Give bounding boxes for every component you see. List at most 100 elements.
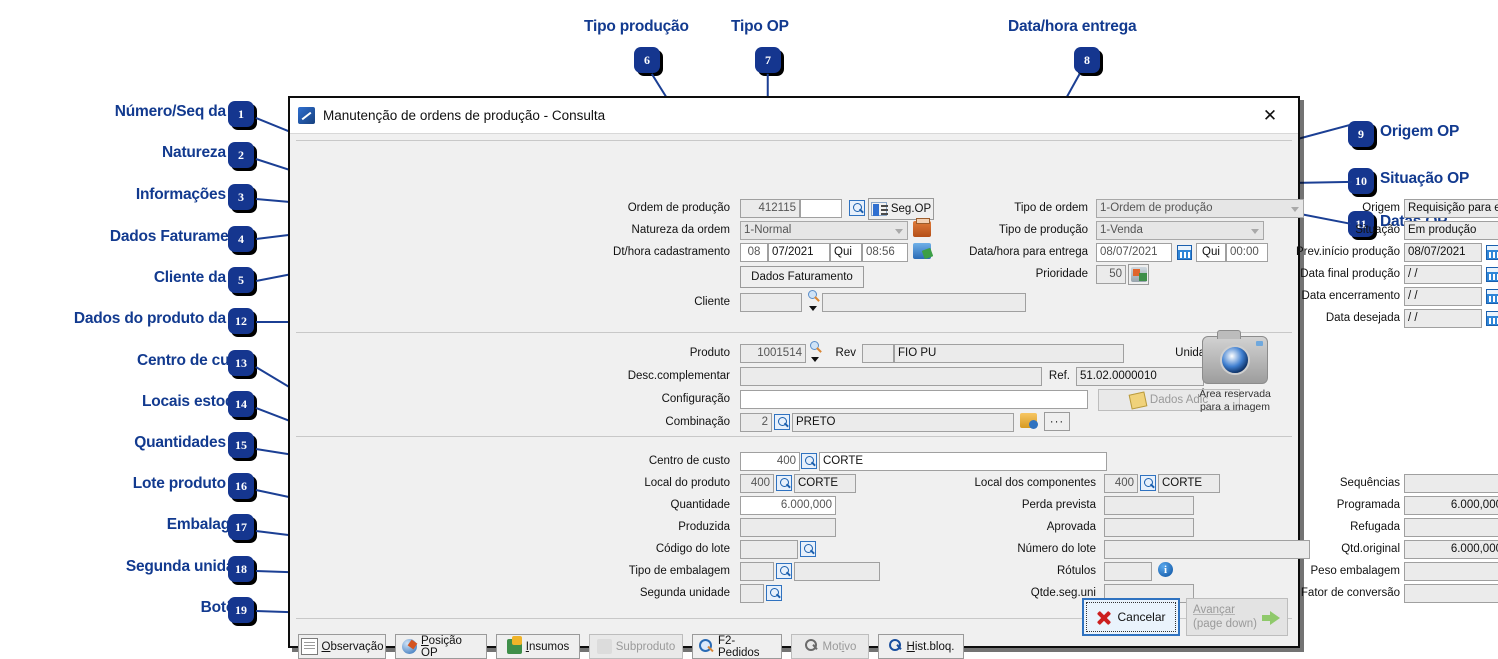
cliente-dropdown-icon[interactable] (809, 306, 817, 311)
aprovada-input[interactable] (1104, 518, 1194, 537)
close-icon[interactable]: ✕ (1262, 105, 1278, 125)
data-encerramento-input[interactable]: / / (1404, 287, 1482, 306)
dados-adic-label: Dados Adic (1149, 394, 1209, 406)
segunda-unidade-lookup-icon[interactable] (766, 585, 782, 601)
data-cadastro-dia-input[interactable]: 08 (740, 243, 768, 262)
quantidade-input[interactable]: 6.000,000 (740, 496, 836, 515)
local-componentes-nome-input[interactable]: CORTE (1158, 474, 1220, 493)
data-final-producao-input[interactable]: / / (1404, 265, 1482, 284)
local-componentes-codigo-input[interactable]: 400 (1104, 474, 1138, 493)
data-desejada-calendar-icon[interactable] (1486, 311, 1498, 326)
codigo-lote-input[interactable] (740, 540, 798, 559)
data-entrega-calendar-icon[interactable] (1177, 245, 1192, 260)
footer-bar: Observação Posição OP Insumos Subproduto F2-… (290, 598, 1298, 659)
ordem-producao-seq-input[interactable] (800, 199, 842, 218)
refugada-input[interactable] (1404, 518, 1498, 537)
numero-lote-label: Número do lote (1017, 543, 1096, 555)
next-button[interactable]: Avançar (page down) (1186, 598, 1288, 636)
folder-add-icon[interactable] (1020, 413, 1038, 429)
history-icon[interactable] (913, 243, 931, 259)
centro-custo-lookup-icon[interactable] (801, 453, 817, 469)
peso-embalagem-input[interactable] (1404, 562, 1498, 581)
data-entrega-input[interactable]: 08/07/2021 (1096, 243, 1172, 262)
cancel-button[interactable]: Cancelar (1082, 598, 1180, 636)
footer-button-observa-o[interactable]: Observação (298, 634, 386, 659)
qtd-original-input[interactable]: 6.000,000 (1404, 540, 1498, 559)
produto-lookup-icon[interactable] (809, 341, 823, 355)
desc-complementar-input[interactable] (740, 367, 1042, 386)
info-icon[interactable]: i (1158, 562, 1173, 577)
print-icon[interactable] (913, 218, 931, 237)
prev-inicio-calendar-icon[interactable] (1486, 245, 1498, 260)
footer-button-f2-pedidos[interactable]: F2-Pedidos (692, 634, 782, 659)
tipo-ordem-select[interactable]: 1-Ordem de produção (1096, 199, 1304, 218)
natureza-ordem-select[interactable]: 1-Normal (740, 221, 908, 240)
local-produto-nome-input[interactable]: CORTE (794, 474, 856, 493)
tipo-producao-select[interactable]: 1-Venda (1096, 221, 1264, 240)
sequencias-input[interactable] (1404, 474, 1498, 493)
combinacao-descricao-input[interactable]: PRETO (792, 413, 1014, 432)
dialog-body: Ordem de produção 412115 Seg.OP Natureza… (290, 134, 1498, 659)
footer-button-subproduto[interactable]: Subproduto (589, 634, 683, 659)
image-placeholder-line2: para a imagem (1199, 401, 1271, 413)
subproduct-icon (596, 639, 612, 654)
annotation-label-12: Dados do produto da OP (73, 310, 252, 327)
tipo-embalagem-codigo-input[interactable] (740, 562, 774, 581)
centro-custo-codigo-input[interactable]: 400 (740, 452, 800, 471)
local-produto-lookup-icon[interactable] (776, 475, 792, 491)
codigo-lote-lookup-icon[interactable] (800, 541, 816, 557)
local-componentes-lookup-icon[interactable] (1140, 475, 1156, 491)
produto-input[interactable]: 1001514 (740, 344, 806, 363)
perda-prevista-input[interactable] (1104, 496, 1194, 515)
segunda-unidade-input[interactable] (740, 584, 764, 603)
ordem-producao-lookup-icon[interactable] (849, 200, 865, 216)
fator-conversao-input[interactable] (1404, 584, 1498, 603)
section-product-divider (296, 332, 1292, 333)
ordem-producao-input[interactable]: 412115 (740, 199, 800, 218)
annotation-badge-16: 16 (228, 473, 254, 499)
refugada-label: Refugada (1350, 521, 1400, 533)
configuracao-input[interactable] (740, 390, 1088, 409)
hora-cadastro-input[interactable]: 08:56 (862, 243, 908, 262)
dados-faturamento-button[interactable]: Dados Faturamento (740, 266, 864, 288)
prioridade-tool-button[interactable] (1128, 264, 1149, 285)
prioridade-input[interactable]: 50 (1096, 265, 1126, 284)
footer-button-motivo[interactable]: Motivo (791, 634, 869, 659)
prev-inicio-data-input[interactable]: 08/07/2021 (1404, 243, 1482, 262)
produzida-input[interactable] (740, 518, 836, 537)
programada-input[interactable]: 6.000,000 (1404, 496, 1498, 515)
tipo-embalagem-lookup-icon[interactable] (776, 563, 792, 579)
numero-lote-input[interactable] (1104, 540, 1310, 559)
data-desejada-input[interactable]: / / (1404, 309, 1482, 328)
section-quantities-divider (296, 436, 1292, 437)
combinacao-more-button[interactable]: ··· (1044, 412, 1070, 431)
cliente-nome-input[interactable] (822, 293, 1026, 312)
tipo-producao-label: Tipo de produção (998, 224, 1088, 236)
cliente-lookup-icon[interactable] (807, 290, 821, 304)
annotation-label-14: Locais estoque (141, 393, 252, 410)
dados-adic-button[interactable]: Dados Adic (1098, 389, 1240, 411)
rev-input[interactable] (862, 344, 894, 363)
seg-op-button[interactable]: Seg.OP (868, 198, 934, 220)
combinacao-codigo-input[interactable]: 2 (740, 413, 772, 432)
combinacao-label: Combinação (665, 416, 730, 428)
produto-descricao-input[interactable]: FIO PU (894, 344, 1124, 363)
rotulos-input[interactable] (1104, 562, 1152, 581)
centro-custo-nome-input[interactable]: CORTE (819, 452, 1107, 471)
data-final-calendar-icon[interactable] (1486, 267, 1498, 282)
produto-dropdown-icon[interactable] (811, 357, 819, 362)
aprovada-label: Aprovada (1046, 521, 1096, 533)
local-produto-codigo-input[interactable]: 400 (740, 474, 774, 493)
tipo-embalagem-nome-input[interactable] (794, 562, 880, 581)
combinacao-lookup-icon[interactable] (774, 414, 790, 430)
cliente-codigo-input[interactable] (740, 293, 802, 312)
next-label-line2: (page down) (1193, 618, 1257, 630)
ref-value: 51.02.0000010 (1076, 367, 1204, 386)
annotation-label-15: Quantidades OP (134, 434, 252, 451)
footer-button-hist-bloq[interactable]: Hist.bloq. (878, 634, 964, 659)
footer-button-insumos[interactable]: Insumos (496, 634, 580, 659)
data-cadastro-mes-ano-input[interactable]: 07/2021 (768, 243, 830, 262)
hora-entrega-input[interactable]: 00:00 (1226, 243, 1268, 262)
data-encerramento-calendar-icon[interactable] (1486, 289, 1498, 304)
footer-button-posi-o-op[interactable]: Posição OP (395, 634, 487, 659)
